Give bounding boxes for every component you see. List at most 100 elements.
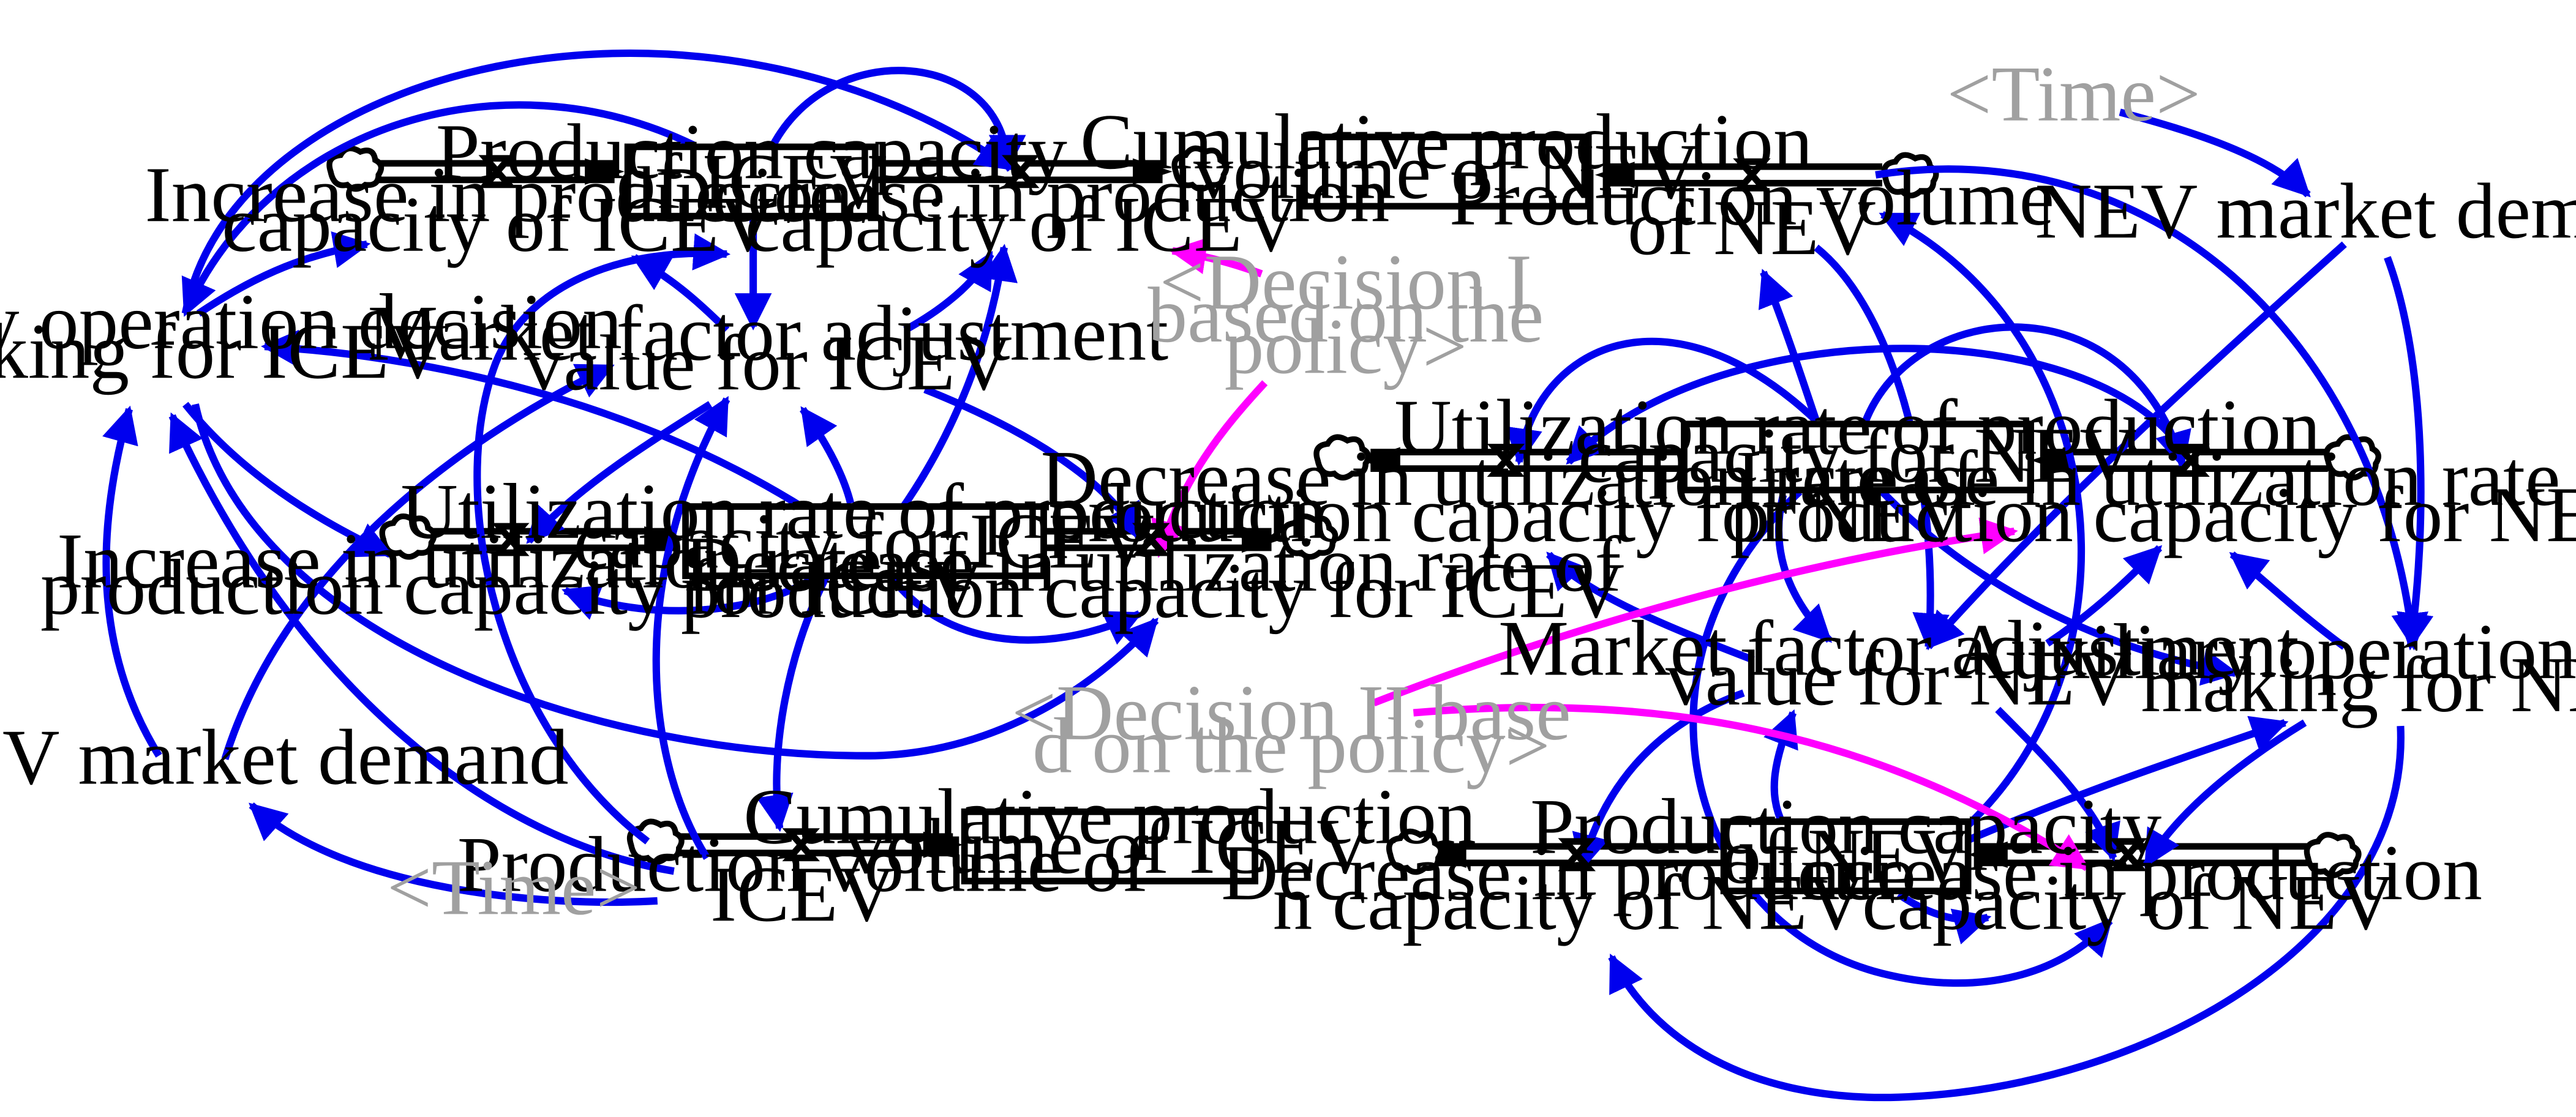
stock-label: capacity for ICEV [574, 497, 1154, 585]
valve-icon[interactable] [1733, 158, 1771, 192]
stock-label: Utilization rate of production [1394, 383, 2321, 471]
causal-link [1896, 891, 1992, 944]
svg-text:Auxiliary operation decision: Auxiliary operation decision [1954, 608, 2576, 695]
shadow-var-decision-one[interactable]: <Decision I based on the policy> [1148, 238, 1544, 390]
shadow-var-time[interactable]: <Time> [1947, 50, 2200, 138]
causal-link [756, 575, 830, 832]
causal-link [561, 566, 828, 620]
svg-text:Increase in production: Increase in production [1774, 829, 2482, 916]
svg-text:capacity of NEV: capacity of NEV [1862, 859, 2394, 946]
shadow-var-time[interactable]: <Time> [387, 843, 640, 931]
var-nev-market-factor[interactable]: Market factor adjustment value for NEV [1498, 605, 2299, 722]
stocks: Production capacity of ICEV Utilization … [400, 98, 2320, 900]
svg-text:Increase in utilization rate o: Increase in utilization rate of [57, 517, 968, 605]
svg-text:capacity of ICEV: capacity of ICEV [222, 181, 776, 268]
valve-icon[interactable] [782, 828, 820, 862]
flow-icev-increase-production-capacity[interactable]: Increase in production capacity of ICEV [145, 151, 854, 268]
valve-icon[interactable] [478, 155, 517, 189]
svg-text:<Time>: <Time> [387, 843, 640, 931]
valves [478, 155, 2210, 872]
flow-nev-decrease-utilization[interactable]: Decrease in utilization rate of producti… [1041, 435, 1978, 558]
svg-text:production capacity for ICEV: production capacity for ICEV [40, 544, 984, 631]
svg-text:d on the policy>: d on the policy> [1032, 702, 1550, 790]
causal-link [181, 49, 1014, 315]
causal-link [1879, 211, 2086, 831]
svg-text:value for NEV: value for NEV [1665, 634, 2132, 722]
svg-text:Increase in utilization rate o: Increase in utilization rate of [1735, 435, 2576, 522]
var-icev-market-factor[interactable]: Market factor adjustment value for ICEV [368, 290, 1169, 407]
svg-text:Production volume: Production volume [1449, 154, 2054, 242]
var-icev-market-demand[interactable]: ICEV market demand [0, 713, 569, 801]
svg-text:production capacity for ICEV: production capacity for ICEV [681, 547, 1624, 634]
stock-icev-utilization-rate[interactable]: Utilization rate of production capacity … [400, 468, 1327, 585]
stock-label: volume of NEV [1193, 127, 1699, 215]
var-nev-auxiliary-decision[interactable]: Auxiliary operation decision making for … [1954, 608, 2576, 728]
flow-nev-increase-production-capacity[interactable]: Increase in production capacity of NEV [1774, 829, 2482, 946]
cloud-icon [2304, 832, 2362, 878]
valve-icon[interactable] [1132, 523, 1170, 556]
stock-label: of ICEV [616, 138, 887, 225]
causal-link [2143, 719, 2307, 868]
causal-link [181, 101, 696, 317]
cloud-icon [1280, 513, 1339, 560]
flow-icev-decrease-utilization[interactable]: Decrease in utilization rate of producti… [681, 520, 1624, 634]
cloud-icon [379, 513, 437, 560]
svg-text:Decrease in utilization rate o: Decrease in utilization rate of [1041, 435, 1978, 522]
cloud-icon [1386, 828, 1444, 875]
stock-nev-utilization-rate[interactable]: Utilization rate of production capacity … [1394, 383, 2321, 499]
var-icev-auxiliary-decision[interactable]: Auxiliary operation decision making for … [0, 278, 622, 395]
causal-link [261, 329, 811, 515]
causal-link [1862, 323, 2191, 469]
valve-icon[interactable] [1558, 838, 1596, 872]
policy-link [1413, 703, 2090, 872]
stock-label: Production capacity [436, 108, 1067, 195]
flow-nev-production-volume[interactable]: Production volume of NEV [1449, 154, 2054, 272]
policy-link [1168, 237, 1263, 278]
policy-link [1151, 380, 1268, 558]
cloud-icon [1171, 145, 1230, 192]
svg-text:<Time>: <Time> [1947, 50, 2200, 138]
policy-link [1372, 517, 2018, 707]
valve-icon[interactable] [2109, 838, 2147, 872]
causal-link [1758, 269, 1820, 422]
stock-icev-cumulative-production[interactable]: Cumulative production volume of ICEV [743, 773, 1476, 891]
causal-link [1608, 725, 2405, 1102]
stock-nev-production-capacity[interactable]: Production capacity of NEV [1530, 783, 2161, 900]
svg-text:<Decision II base: <Decision II base [1012, 669, 1571, 756]
cloud-icon [326, 145, 385, 192]
var-nev-market-demand[interactable]: NEV market demand [2035, 167, 2576, 255]
causal-link [473, 233, 731, 845]
svg-text:Decrease in production: Decrease in production [655, 151, 1390, 238]
causal-link [897, 244, 1018, 514]
causal-link [1572, 689, 1745, 872]
causal-link [1995, 706, 2120, 862]
causal-links [102, 49, 2434, 1102]
flow-nev-increase-utilization[interactable]: Increase in utilization rate of producti… [1730, 435, 2576, 558]
stock-label: Cumulative production [1080, 98, 1813, 185]
policy-links [1151, 237, 2090, 872]
flow-icev-increase-utilization[interactable]: Increase in utilization rate of producti… [40, 517, 984, 631]
flow-icev-decrease-production-capacity[interactable]: Decrease in production capacity of ICEV [655, 151, 1390, 268]
shadow-var-decision-two[interactable]: <Decision II base d on the policy> [1012, 669, 1571, 790]
causal-link [1814, 244, 1950, 651]
cloud-icon [1313, 434, 1372, 481]
svg-text:Market factor adjustment: Market factor adjustment [368, 290, 1169, 377]
flow-icev-production-volume[interactable]: Production volume of ICEV [457, 821, 1149, 938]
svg-text:of NEV: of NEV [1628, 184, 1876, 271]
stock-label: Utilization rate of production [400, 468, 1327, 555]
causal-link [1774, 494, 1832, 643]
valve-icon[interactable] [1002, 155, 1040, 189]
flow-nev-decrease-production-capacity[interactable]: Decrease in productio n capacity of NEV [1221, 829, 1916, 946]
valve-icon[interactable] [492, 523, 530, 556]
causal-link [221, 362, 615, 760]
stock-label: capacity for NEV [1578, 411, 2136, 499]
valve-icon[interactable] [2172, 444, 2210, 477]
svg-text:Production volume of: Production volume of [457, 821, 1149, 908]
causal-link [1879, 489, 2239, 686]
stock-icev-production-capacity[interactable]: Production capacity of ICEV [436, 108, 1067, 225]
causal-link [168, 412, 675, 875]
stock-nev-cumulative-production[interactable]: Cumulative production volume of NEV [1080, 98, 1813, 215]
valve-icon[interactable] [1487, 444, 1525, 477]
causal-link [1545, 551, 1755, 663]
